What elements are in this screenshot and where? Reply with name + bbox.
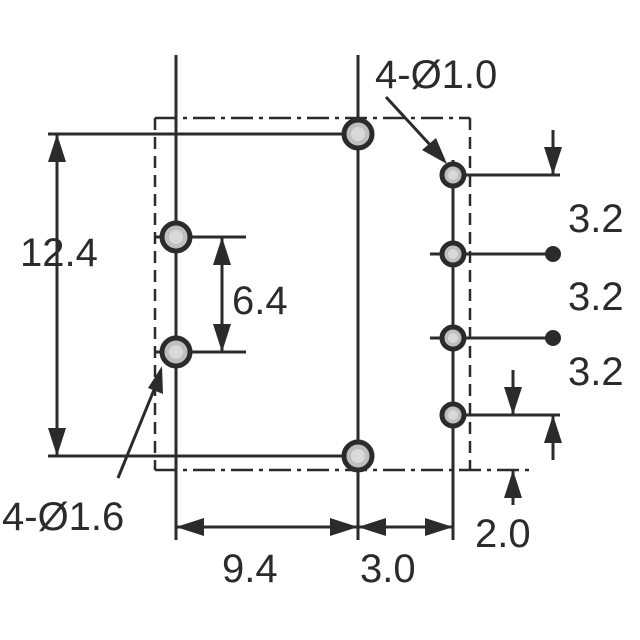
dimension-label-pin-spacing: 6.4 bbox=[232, 279, 288, 323]
dimension-label-pitch-2: 3.2 bbox=[568, 275, 624, 319]
dimension-pitch: 3.2 3.2 3.2 2.0 bbox=[475, 130, 624, 556]
dimension-label-pitch-3: 3.2 bbox=[568, 350, 624, 394]
large-holes bbox=[159, 117, 375, 473]
small-holes bbox=[439, 161, 467, 429]
dimension-label-pitch-1: 3.2 bbox=[568, 197, 624, 241]
hole-spec-left: 4-Ø1.6 bbox=[2, 495, 124, 539]
dimension-widths: 9.4 3.0 bbox=[176, 518, 453, 591]
hole-spec-right: 4-Ø1.0 bbox=[375, 53, 497, 97]
hole-leaders: 4-Ø1.0 4-Ø1.6 bbox=[2, 53, 497, 539]
reference-lines bbox=[48, 55, 560, 540]
dimension-label-bottom-offset: 2.0 bbox=[475, 512, 531, 556]
dimension-pin-spacing: 6.4 bbox=[213, 237, 288, 352]
dimension-label-width-left: 9.4 bbox=[222, 547, 278, 591]
dimension-label-width-right: 3.0 bbox=[360, 547, 416, 591]
component-outline bbox=[153, 116, 530, 472]
dimension-height: 12.4 bbox=[20, 134, 98, 456]
dimension-label-height: 12.4 bbox=[20, 231, 98, 275]
